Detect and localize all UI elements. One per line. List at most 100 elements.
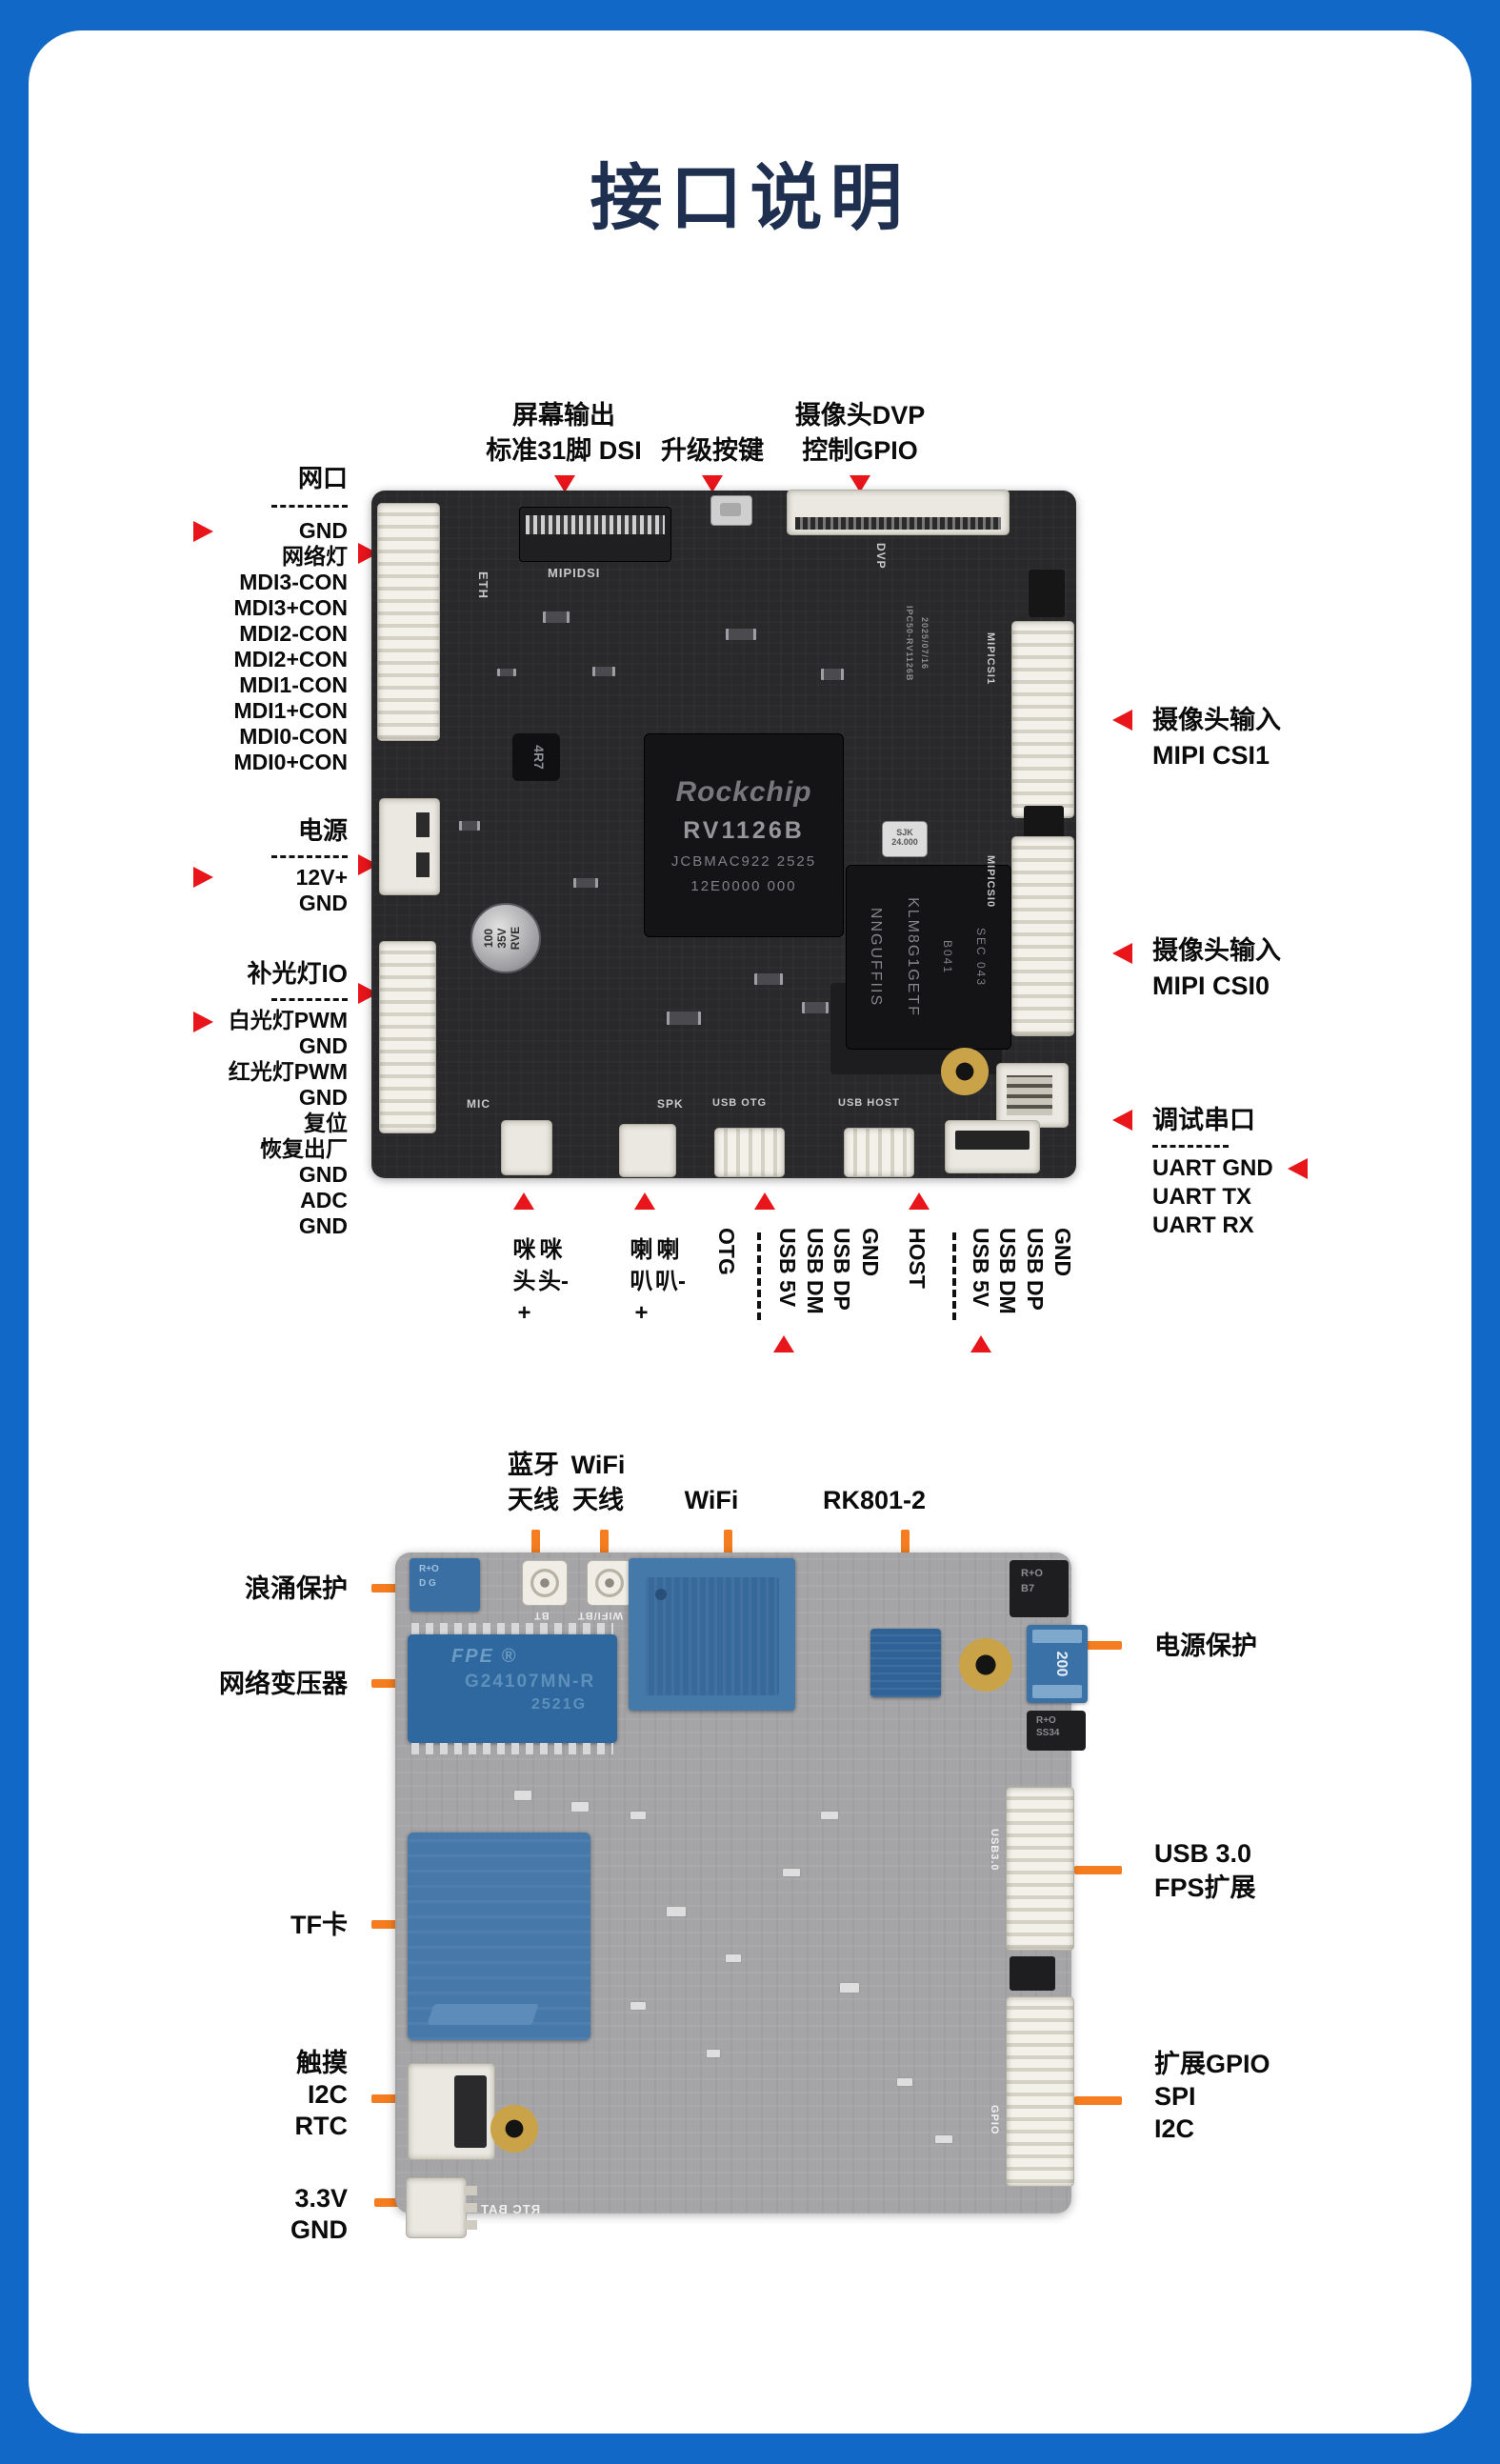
callout-line: 天线: [508, 1486, 559, 1514]
label-usb3-group: USB 3.0 FPS扩展: [1154, 1836, 1402, 1905]
pointer-line: [1074, 1641, 1122, 1650]
screw-hole: [959, 1638, 1012, 1692]
label-line: USB 3.0: [1154, 1839, 1252, 1868]
pin-row: [411, 1743, 613, 1754]
emmc-line: KLM8G1GETF: [905, 897, 922, 1017]
aux-connector: [945, 1120, 1040, 1173]
arrow-left-icon: [1112, 1110, 1132, 1131]
pin-label: GND: [298, 891, 348, 915]
pin-label: UART RX: [1152, 1212, 1254, 1238]
silk-usb3: USB3.0: [989, 1829, 1000, 1872]
label-spk-minus: 喇叭-: [655, 1237, 686, 1294]
usb-otg-connector: [714, 1128, 785, 1177]
arrow-up-icon: [513, 1192, 534, 1210]
label-line: RTC: [294, 2112, 349, 2140]
pin-label: GND: [298, 1162, 348, 1187]
silk-gpio: GPIO: [989, 2105, 1000, 2135]
component-marking: D G: [419, 1578, 436, 1589]
group-power-pins: 12V+ GND: [110, 865, 348, 916]
silk-board-model: IPC50-RV1126B: [905, 606, 914, 682]
label-line: 触摸: [296, 2049, 348, 2077]
arrow-right-icon: [193, 521, 213, 542]
silk-spk: SPK: [657, 1097, 684, 1111]
diode-component: R+O SS34: [1027, 1711, 1086, 1751]
arrow-down-icon: [554, 475, 575, 492]
pin-label: 网络灯: [282, 544, 348, 569]
pin-label: 12V+: [295, 865, 348, 890]
tf-card-slot: [408, 1833, 590, 2040]
label-line: I2C: [307, 2080, 348, 2109]
emmc-line: SEC 043: [974, 927, 989, 988]
pin-label: MDI2-CON: [239, 621, 348, 646]
mipi-csi1-connector: [1011, 621, 1074, 818]
group-csi1: 摄像头输入 MIPI CSI1: [1152, 703, 1419, 773]
label-mic-plus: 咪头+: [512, 1237, 536, 1326]
component-marking: R+O: [419, 1564, 439, 1574]
silk-mipidsi: MIPIDSI: [548, 566, 601, 580]
pin-label: MDI0+CON: [233, 750, 349, 774]
rk801-2-chip: [870, 1629, 941, 1697]
silk-bt: BT: [533, 1610, 550, 1621]
callout-dsi-line1: 屏幕输出: [512, 401, 615, 430]
label-rail-group: 3.3V GND: [110, 2183, 348, 2246]
touch-i2c-connector: [408, 2063, 495, 2160]
arrow-up-icon: [634, 1192, 655, 1210]
fpc-stiffener: [1024, 806, 1064, 838]
group-uart-pins: UART GND UART TX UART RX: [1152, 1154, 1419, 1240]
wifi-antenna-connector: [587, 1560, 632, 1606]
dashed-divider: [271, 855, 348, 858]
silk-rtc-bat: RTC BAT: [480, 2202, 541, 2216]
arrow-up-icon: [970, 1335, 991, 1352]
callout-rk801: RK801-2: [822, 1486, 927, 1514]
label-host: HOST: [905, 1228, 930, 1289]
group-eth-pins: GND 网络灯 MDI3-CON MDI3+CON MDI2-CON MDI2+…: [110, 518, 349, 775]
group-power-title: 电源: [297, 816, 348, 845]
usb3-fpc-connector: [1006, 1787, 1074, 1951]
screw-hole: [490, 2105, 538, 2153]
component-marking: R+O: [1036, 1715, 1056, 1726]
callout-dvp: 摄像头DVP 控制GPIO: [746, 398, 974, 469]
emmc-markings: SEC 043 B041 KLM8G1GETF NNGUFFIIS: [857, 871, 998, 1043]
silk-eth: ETH: [476, 571, 490, 599]
arrow-up-icon: [773, 1335, 794, 1352]
callout-dvp-line2: 控制GPIO: [802, 436, 918, 465]
page-title: 接口说明: [590, 158, 910, 239]
group-csi0: 摄像头输入 MIPI CSI0: [1152, 933, 1419, 1004]
component-marking: B7: [1021, 1583, 1035, 1594]
pin-label: 复位: [304, 1111, 348, 1135]
dsi-connector: [519, 507, 671, 562]
label-host-pin: USB 5V: [969, 1228, 993, 1308]
pin-label: GND: [298, 1213, 348, 1238]
pin-label: 恢复出厂: [260, 1136, 348, 1161]
pin-label: 红光灯PWM: [228, 1059, 348, 1084]
csi0-line2: MIPI CSI0: [1152, 972, 1270, 1000]
callout-dsi: 屏幕输出 标准31脚 DSI: [450, 398, 678, 469]
pointer-line: [1074, 1866, 1122, 1874]
label-transformer: 网络变压器: [219, 1670, 348, 1698]
label-touch-group: 触摸 I2C RTC: [110, 2048, 349, 2142]
label-surge: 浪涌保护: [245, 1574, 348, 1603]
label-gpio-group: 扩展GPIO SPI I2C: [1154, 2048, 1402, 2145]
power-connector: [379, 798, 440, 895]
callout-line: 蓝牙: [508, 1451, 559, 1479]
silk-usb-host: USB HOST: [838, 1097, 900, 1109]
csi0-line1: 摄像头输入: [1152, 936, 1281, 965]
label-line: SPI: [1154, 2082, 1196, 2111]
soc-brand: Rockchip: [675, 776, 812, 808]
pin-label: GND: [298, 1033, 348, 1058]
fuse-component: 200: [1027, 1625, 1088, 1703]
arrow-left-icon: [1112, 943, 1132, 964]
arrow-right-icon: [193, 1012, 213, 1032]
crystal-component: SJK 24.000: [882, 821, 928, 857]
usb-host-connector: [844, 1128, 914, 1177]
inductor-component: 4R7: [512, 733, 560, 781]
pin-label: MDI1+CON: [233, 698, 349, 723]
electrolytic-capacitor: 100 35V RVE: [470, 903, 541, 973]
group-uart-title: 调试串口: [1152, 1106, 1255, 1134]
component-marking: R+O: [1021, 1568, 1043, 1579]
callout-dsi-line2: 标准31脚 DSI: [486, 436, 642, 465]
callout-bt-antenna: 蓝牙 天线: [495, 1448, 571, 1518]
group-light-title: 补光灯IO: [247, 959, 348, 988]
label-line: FPS扩展: [1154, 1873, 1256, 1902]
pointer-line: [1074, 2096, 1122, 2105]
